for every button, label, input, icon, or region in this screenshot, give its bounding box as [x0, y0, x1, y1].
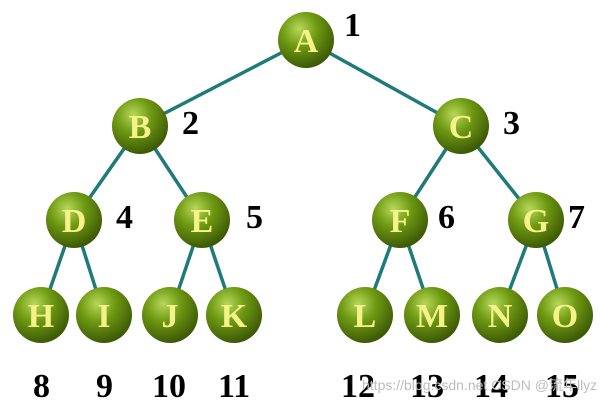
edge-A-C: [304, 38, 463, 128]
node-label-L: L: [354, 298, 377, 335]
node-circle-L: [337, 287, 393, 343]
edges-layer: [39, 38, 567, 317]
node-label-M: M: [416, 298, 448, 335]
node-index-J: 10: [152, 368, 186, 402]
node-circle-M: [404, 287, 460, 343]
node-index-B: 2: [182, 105, 199, 142]
tree-node-A: A: [278, 12, 334, 68]
node-index-H: 8: [33, 368, 50, 402]
node-label-A: A: [294, 23, 319, 60]
node-label-O: O: [552, 298, 578, 335]
tree-node-M: M: [404, 287, 460, 343]
node-label-H: H: [28, 298, 54, 335]
watermark-text: https://blog.csdn.net CSDN @流年llyz: [362, 377, 597, 393]
node-index-N: 14: [474, 368, 508, 402]
tree-node-D: D: [46, 192, 102, 248]
node-label-J: J: [162, 298, 179, 335]
node-index-L: 12: [341, 368, 375, 402]
node-circle-D: [46, 192, 102, 248]
node-label-N: N: [488, 298, 513, 335]
tree-node-E: E: [174, 192, 230, 248]
tree-node-N: N: [472, 287, 528, 343]
node-label-F: F: [390, 203, 411, 240]
edge-A-B: [138, 38, 308, 128]
node-index-C: 3: [503, 105, 520, 142]
node-label-I: I: [97, 298, 110, 335]
tree-node-O: O: [537, 287, 593, 343]
tree-node-F: F: [372, 192, 428, 248]
tree-node-L: L: [337, 287, 393, 343]
node-circle-F: [372, 192, 428, 248]
node-index-O: 15: [545, 368, 579, 402]
node-circle-I: [76, 287, 132, 343]
tree-node-B: B: [112, 98, 168, 154]
node-index-E: 5: [246, 199, 263, 236]
tree-node-I: I: [76, 287, 132, 343]
node-circle-E: [174, 192, 230, 248]
node-circle-H: [13, 287, 69, 343]
node-circle-B: [112, 98, 168, 154]
node-circle-C: [433, 98, 489, 154]
node-index-F: 6: [438, 199, 455, 236]
node-circle-A: [278, 12, 334, 68]
node-circle-K: [206, 287, 262, 343]
tree-node-H: H: [13, 287, 69, 343]
node-index-A: 1: [344, 7, 361, 44]
node-label-G: G: [523, 203, 549, 240]
node-circle-O: [537, 287, 593, 343]
node-index-G: 7: [568, 199, 585, 236]
nodes-layer: A B C D E F G H I J K L M N O: [13, 12, 593, 343]
node-label-C: C: [449, 109, 474, 146]
tree-node-J: J: [142, 287, 198, 343]
node-index-D: 4: [116, 199, 133, 236]
node-circle-N: [472, 287, 528, 343]
tree-node-G: G: [508, 192, 564, 248]
node-circle-J: [142, 287, 198, 343]
node-label-E: E: [191, 203, 214, 240]
tree-node-K: K: [206, 287, 262, 343]
node-circle-G: [508, 192, 564, 248]
node-label-D: D: [62, 203, 87, 240]
tree-node-C: C: [433, 98, 489, 154]
node-label-B: B: [129, 109, 152, 146]
node-index-M: 13: [410, 368, 444, 402]
node-index-I: 9: [96, 368, 113, 402]
node-label-K: K: [221, 298, 248, 335]
node-index-K: 11: [218, 368, 250, 402]
